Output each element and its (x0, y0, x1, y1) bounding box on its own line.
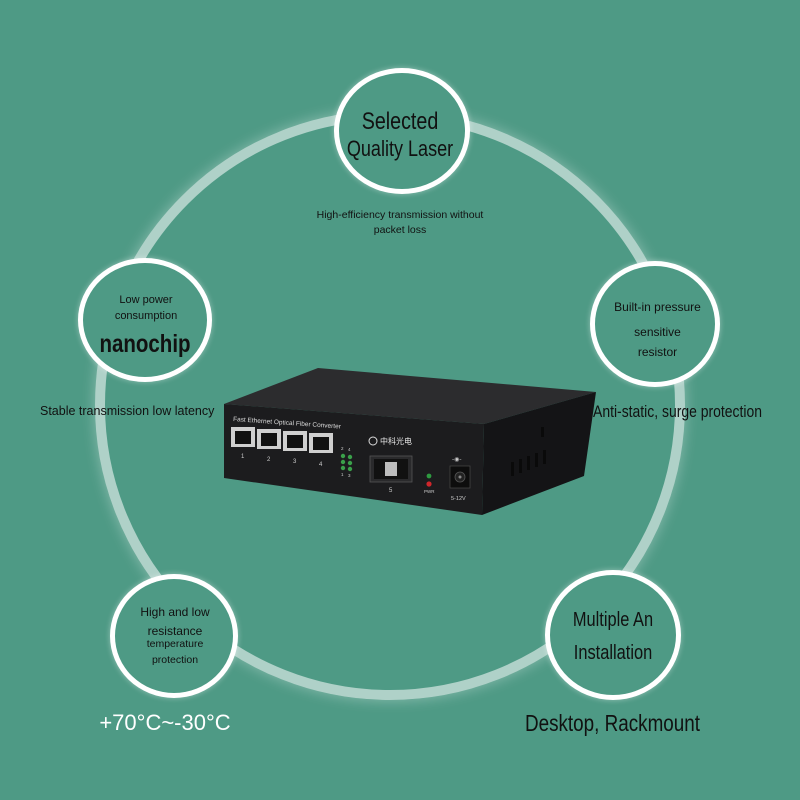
feature-node-resistor (590, 261, 720, 387)
side-vents (511, 427, 546, 476)
voltage-label: 5-12V (451, 496, 466, 502)
led-indicator (347, 460, 353, 466)
feature-title-resistor-line2: sensitive (634, 325, 681, 339)
feature-title-nanochip-line1: Low power (119, 294, 173, 306)
feature-caption-temperature: +70°C~-30°C (99, 710, 231, 735)
feature-title-resistor-line3: resistor (637, 345, 678, 359)
feature-title-temperature-line3: temperature (146, 638, 204, 650)
feature-title-temperature-line1: High and low (140, 605, 210, 619)
port-label-4: 4 (319, 462, 323, 468)
port-label-2: 2 (267, 457, 271, 463)
feature-caption-installation: Desktop, Rackmount (524, 710, 701, 736)
feature-node-nanochip (78, 258, 212, 382)
feature-caption-resistor: Anti-static, surge protection (593, 402, 762, 421)
device-right-side (482, 392, 596, 515)
dc-polarity-icon: -◉- (452, 456, 462, 463)
led-label-3: 3 (348, 473, 351, 478)
feature-title-laser-line1: Selected (361, 108, 439, 135)
rj45-port-4 (309, 433, 333, 453)
feature-node-temperature (110, 574, 238, 698)
fiber-port-label: 5 (389, 488, 393, 494)
led-indicator (347, 454, 353, 460)
fiber-sc-port (369, 455, 413, 483)
led-label-2: 2 (341, 446, 344, 451)
brand-logo-icon (368, 436, 378, 446)
feature-title-installation-line2: Installation (573, 642, 653, 664)
feature-title-resistor-line1: Built-in pressure (614, 300, 701, 314)
feature-caption-laser: High-efficiency transmission without pac… (316, 209, 484, 237)
led-indicator (426, 473, 432, 479)
pwr-label: PWR (424, 489, 435, 494)
dc-power-jack (449, 465, 471, 489)
port-label-1: 1 (241, 454, 245, 460)
led-indicator (340, 465, 346, 471)
feature-title-installation-line1: Multiple An (572, 609, 654, 631)
rj45-port-3 (283, 431, 307, 451)
led-indicator (340, 459, 346, 465)
led-indicator (347, 466, 353, 472)
led-label-1: 1 (341, 472, 344, 477)
feature-title-nanochip-line3: nanochip (99, 330, 191, 358)
device-top-face (224, 368, 596, 424)
feature-title-laser-line2: Quality Laser (346, 136, 454, 161)
led-indicator (340, 453, 346, 459)
pwr-led-indicator (426, 481, 432, 487)
feature-title-temperature-line2: resistance (147, 624, 203, 638)
brand-name: 中科光电 (380, 436, 412, 446)
rj45-port-2 (257, 429, 281, 449)
feature-node-installation (545, 570, 681, 700)
feature-caption-nanochip: Stable transmission low latency (40, 404, 215, 418)
rj45-port-1 (231, 427, 255, 447)
feature-node-laser (334, 68, 470, 194)
port-label-3: 3 (293, 459, 297, 465)
feature-title-temperature-line4: protection (151, 654, 199, 666)
led-label-4: 4 (348, 447, 351, 452)
feature-title-nanochip-line2: consumption (114, 310, 178, 322)
